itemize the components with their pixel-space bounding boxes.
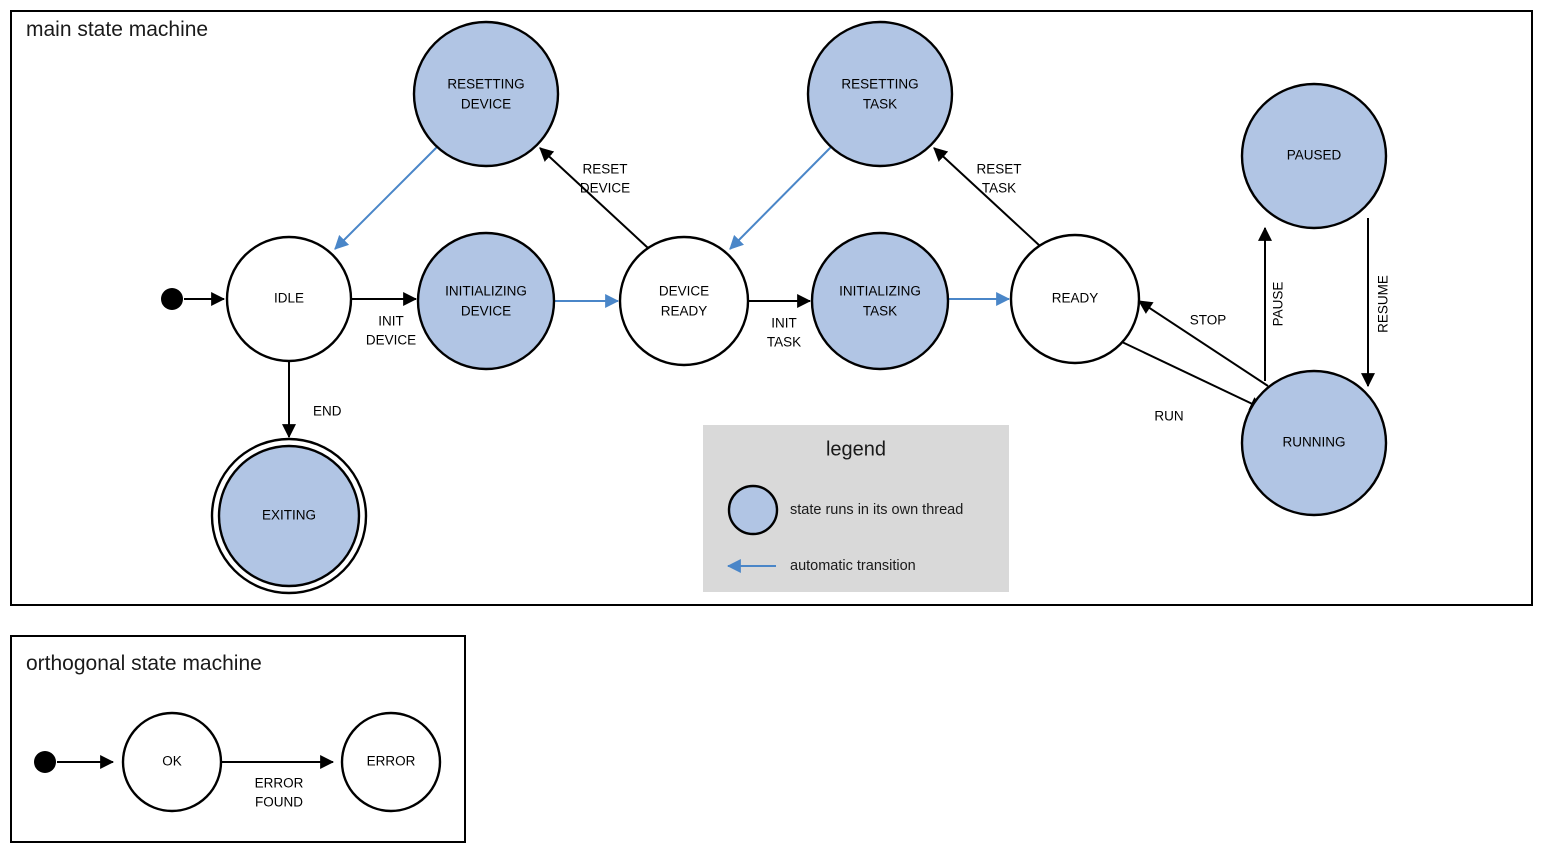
state-ok-label: OK	[162, 754, 182, 769]
legend: legend state runs in its own thread auto…	[703, 425, 1009, 592]
initial-pseudostate-main	[161, 288, 183, 310]
state-initializing-device[interactable]: INITIALIZING DEVICE	[416, 231, 556, 371]
state-device-ready[interactable]: DEVICE READY	[618, 235, 750, 367]
state-ready[interactable]: READY	[1009, 233, 1141, 365]
transition-label-error-found-line2: FOUND	[255, 795, 303, 810]
state-initializing-task-label-line2: TASK	[863, 304, 897, 319]
state-device-ready-shape[interactable]	[618, 235, 750, 367]
transition-ok-to-error: ERROR FOUND	[221, 755, 335, 810]
transition-resetting-task-to-device-ready	[729, 146, 832, 250]
transition-label-run: RUN	[1154, 409, 1183, 424]
legend-thread-state-swatch-icon	[727, 484, 779, 536]
transition-running-to-ready-line	[1138, 300, 1269, 387]
transition-label-init-device-line1: INIT	[378, 314, 404, 329]
state-initializing-device-label-line2: DEVICE	[461, 304, 511, 319]
state-initializing-task-label-line1: INITIALIZING	[839, 284, 921, 299]
state-resetting-task-label-line2: TASK	[863, 97, 897, 112]
state-device-ready-label-line1: DEVICE	[659, 284, 709, 299]
transition-resetting-device-to-idle	[334, 146, 438, 250]
state-initializing-device-label-line1: INITIALIZING	[445, 284, 527, 299]
legend-thread-state-label: state runs in its own thread	[790, 502, 963, 518]
state-running-label: RUNNING	[1283, 435, 1346, 450]
state-error-shape[interactable]	[340, 711, 442, 813]
state-running[interactable]: RUNNING	[1240, 369, 1388, 517]
transition-label-reset-task-line1: RESET	[976, 162, 1021, 177]
transition-device-ready-to-resetting-device-line	[539, 147, 649, 249]
main-frame-title: main state machine	[26, 18, 208, 41]
state-paused[interactable]: PAUSED	[1240, 82, 1388, 230]
state-resetting-task-shape[interactable]	[806, 20, 954, 168]
orthogonal-frame-title: orthogonal state machine	[26, 652, 262, 675]
legend-auto-transition-label: automatic transition	[790, 558, 916, 574]
transition-label-end: END	[313, 404, 342, 419]
transition-label-init-device-line2: DEVICE	[366, 333, 416, 348]
state-resetting-task[interactable]: RESETTING TASK	[806, 20, 954, 168]
transition-resetting-task-to-device-ready-line	[729, 146, 832, 250]
state-initializing-task[interactable]: INITIALIZING TASK	[810, 231, 950, 371]
state-resetting-device-shape[interactable]	[412, 20, 560, 168]
transition-idle-to-exiting: END	[282, 361, 342, 439]
transition-idle-to-initializing-device: INIT DEVICE	[351, 292, 418, 348]
state-paused-shape[interactable]	[1240, 82, 1388, 230]
state-error[interactable]: ERROR	[340, 711, 442, 813]
transition-label-reset-device-line2: DEVICE	[580, 181, 630, 196]
main-states: IDLE RESETTING DEVICE INITIALIZING DEVIC…	[161, 20, 1388, 595]
transition-device-ready-to-initializing-task: INIT TASK	[748, 294, 812, 350]
state-ok-shape[interactable]	[121, 711, 223, 813]
transition-ready-to-resetting-task-line	[933, 147, 1041, 247]
transition-ready-to-running-line	[1121, 341, 1265, 410]
state-running-shape[interactable]	[1240, 369, 1388, 517]
main-transitions: INIT DEVICE RESET DEVICE INIT TASK	[184, 146, 1391, 439]
transition-label-reset-task-line2: TASK	[982, 181, 1016, 196]
transition-label-pause: PAUSE	[1271, 282, 1286, 327]
transition-running-to-ready: STOP	[1138, 300, 1269, 387]
transition-label-stop: STOP	[1190, 313, 1227, 328]
state-initializing-task-shape[interactable]	[810, 231, 950, 371]
transition-ready-to-resetting-task: RESET TASK	[933, 147, 1041, 247]
state-ready-label: READY	[1052, 291, 1099, 306]
state-exiting-shape[interactable]	[217, 444, 361, 588]
transition-label-reset-device-line1: RESET	[582, 162, 627, 177]
transition-label-resume: RESUME	[1376, 275, 1391, 333]
transition-running-to-paused: PAUSE	[1258, 226, 1286, 381]
orthogonal-states: OK ERROR	[34, 711, 442, 813]
state-resetting-task-label-line1: RESETTING	[841, 77, 918, 92]
state-resetting-device[interactable]: RESETTING DEVICE	[412, 20, 560, 168]
transition-label-error-found-line1: ERROR	[255, 776, 304, 791]
state-ready-shape[interactable]	[1009, 233, 1141, 365]
state-device-ready-label-line2: READY	[661, 304, 708, 319]
state-resetting-device-label-line1: RESETTING	[447, 77, 524, 92]
state-exiting-outer-ring	[210, 437, 368, 595]
transition-paused-to-running: RESUME	[1361, 218, 1391, 388]
state-initializing-device-shape[interactable]	[416, 231, 556, 371]
state-resetting-device-label-line2: DEVICE	[461, 97, 511, 112]
state-idle[interactable]: IDLE	[225, 235, 353, 363]
transition-device-ready-to-resetting-device: RESET DEVICE	[539, 147, 649, 249]
state-ok[interactable]: OK	[121, 711, 223, 813]
transition-ready-to-running: RUN	[1121, 341, 1265, 424]
state-idle-label: IDLE	[274, 291, 304, 306]
state-paused-label: PAUSED	[1287, 148, 1342, 163]
state-exiting[interactable]: EXITING	[210, 437, 368, 595]
transition-label-init-task-line1: INIT	[771, 316, 797, 331]
orthogonal-transitions: ERROR FOUND	[57, 755, 335, 810]
transition-resetting-device-to-idle-line	[334, 146, 438, 250]
initial-pseudostate-orthogonal	[34, 751, 56, 773]
legend-title: legend	[826, 438, 886, 460]
transition-label-init-task-line2: TASK	[767, 335, 801, 350]
state-exiting-label: EXITING	[262, 508, 316, 523]
state-error-label: ERROR	[367, 754, 416, 769]
state-idle-shape[interactable]	[225, 235, 353, 363]
